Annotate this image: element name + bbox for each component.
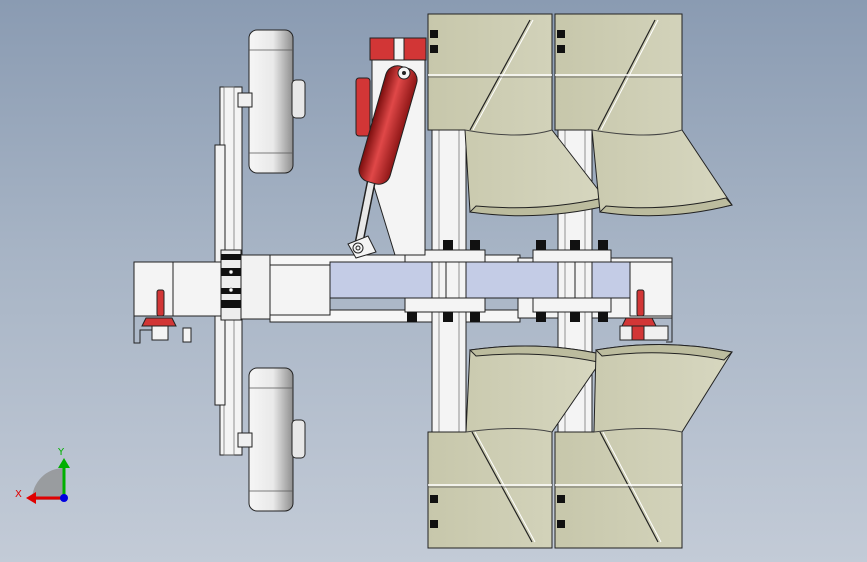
hydraulic-cylinder[interactable] xyxy=(347,63,420,259)
coordinate-triad: Y X xyxy=(15,447,70,504)
y-axis-label: Y xyxy=(57,447,65,458)
blade-upper-left[interactable] xyxy=(427,13,611,217)
blade-lower-left[interactable] xyxy=(427,345,606,549)
x-axis-label: X xyxy=(15,489,22,500)
blade-lower-right[interactable] xyxy=(554,344,734,549)
blade-upper-right[interactable] xyxy=(554,13,733,217)
hub-bearing[interactable] xyxy=(220,249,242,321)
adjust-handle-right[interactable] xyxy=(619,289,669,341)
gauge-wheel-lower[interactable] xyxy=(248,367,306,512)
z-axis-dot xyxy=(60,494,68,502)
y-axis-arrow xyxy=(58,458,70,468)
clamp-plates[interactable] xyxy=(404,249,612,313)
x-axis-arrow xyxy=(26,492,36,504)
adjust-handle-left[interactable] xyxy=(141,289,192,343)
gauge-wheel-upper[interactable] xyxy=(248,29,306,174)
